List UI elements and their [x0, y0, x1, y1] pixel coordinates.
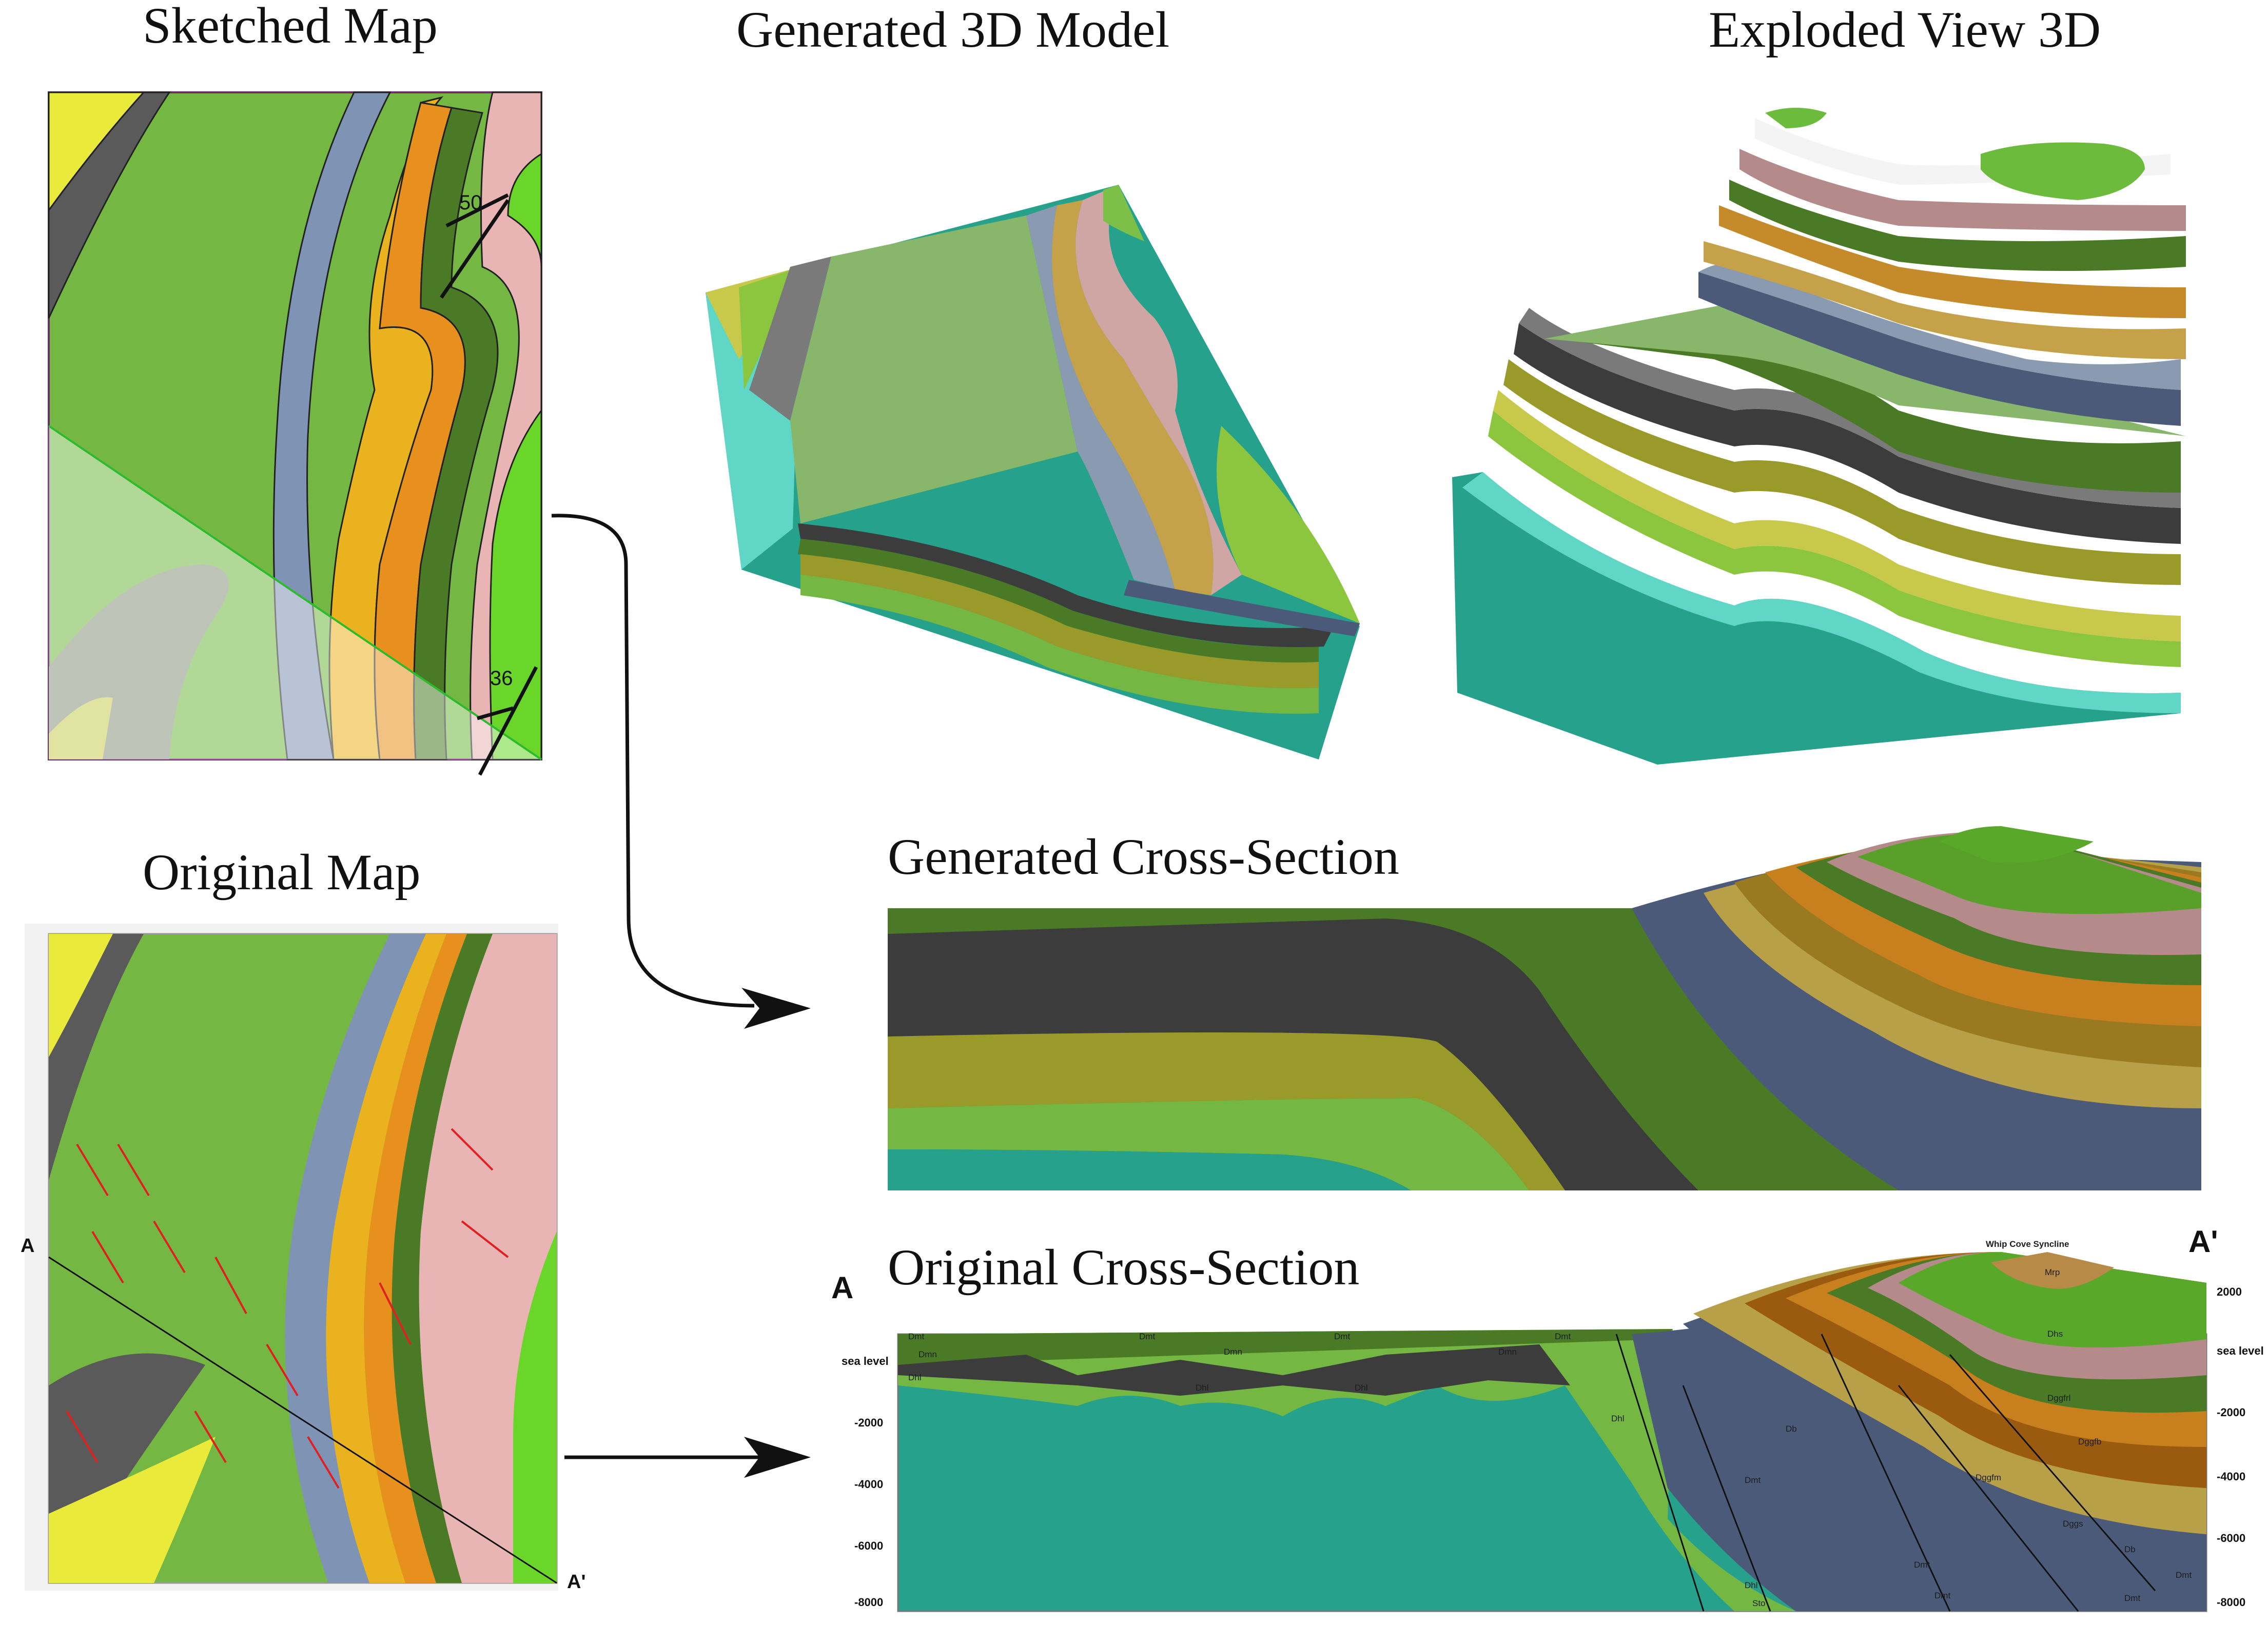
unit-dhl-3: Dhl: [1355, 1383, 1368, 1393]
unit-dmt-6: Dmt: [1914, 1560, 1930, 1570]
syncline-label: Whip Cove Syncline: [1986, 1239, 2069, 1249]
dip-label-36: 36: [490, 667, 513, 690]
map-section-end: A': [567, 1571, 585, 1593]
sketched-map: 50 36: [48, 91, 542, 776]
right-depth-axis: 2000 sea level -2000 -4000 -6000 -8000: [2217, 1285, 2264, 1609]
unit-dmt-4: Dmt: [1555, 1332, 1571, 1341]
map-section-start: A: [21, 1235, 34, 1257]
unit-dmt-1: Dmt: [908, 1332, 924, 1341]
sketched-map-title: Sketched Map: [143, 0, 438, 54]
generated-cross-section: [888, 826, 2201, 1190]
unit-dggfrl: Dggfrl: [2047, 1393, 2070, 1403]
unit-db-2: Db: [2124, 1545, 2136, 1554]
unit-dhl-4: Dhl: [1611, 1414, 1625, 1423]
unit-dhs: Dhs: [2047, 1329, 2063, 1339]
left-axis-8000: -8000: [854, 1596, 883, 1609]
left-axis-sea-level: sea level: [842, 1355, 889, 1367]
left-axis-4000: -4000: [854, 1478, 883, 1491]
unit-dmn-3: Dmn: [1498, 1347, 1517, 1357]
unit-mrp: Mrp: [2045, 1267, 2060, 1277]
unit-sto: Sto: [1752, 1598, 1766, 1608]
left-axis-2000: -2000: [854, 1416, 883, 1429]
right-axis-8000: -8000: [2217, 1596, 2245, 1609]
unit-dggs: Dggs: [2063, 1519, 2083, 1529]
unit-dmt-3: Dmt: [1334, 1332, 1350, 1341]
unit-dmt-8: Dmt: [2124, 1593, 2140, 1603]
right-axis-2000: 2000: [2217, 1285, 2242, 1298]
unit-dhl-5: Dhl: [1745, 1580, 1758, 1590]
unit-dggfm: Dggfm: [1976, 1473, 2001, 1482]
original-xs-title: Original Cross-Section: [888, 1239, 1360, 1296]
dip-label-50: 50: [459, 191, 482, 214]
unit-dmn-2: Dmn: [1224, 1347, 1242, 1357]
unit-labels: Dmt Dmn Dhl Dmt Dmn Dmt Dhl Dhl Dmt Dmn …: [908, 1267, 2192, 1608]
unit-dmt-5: Dmt: [1745, 1475, 1761, 1485]
right-axis-4000: -4000: [2217, 1470, 2245, 1483]
exploded-view-3d: [1452, 108, 2186, 765]
original-map: A A': [21, 924, 585, 1593]
arrow-sketch-to-xs: [551, 514, 755, 1008]
original-cross-section: A A' Whip Cove Syncline sea level -2000 …: [831, 1224, 2264, 1612]
exploded-view-title: Exploded View 3D: [1709, 1, 2101, 58]
generated-3d-title: Generated 3D Model: [736, 1, 1170, 58]
right-axis-2000-neg: -2000: [2217, 1406, 2245, 1419]
xs-end-label: A': [2188, 1224, 2218, 1259]
left-axis-6000: -6000: [854, 1539, 883, 1552]
arrow-head-1: [741, 988, 811, 1029]
right-axis-sea-level: sea level: [2217, 1344, 2264, 1357]
unit-db-1: Db: [1786, 1424, 1797, 1434]
unit-dmt-9: Dmt: [2176, 1570, 2192, 1580]
original-map-title: Original Map: [143, 844, 421, 901]
right-axis-6000: -6000: [2217, 1532, 2245, 1545]
unit-dhl-2: Dhl: [1196, 1383, 1209, 1393]
unit-dggfb: Dggfb: [2078, 1437, 2101, 1446]
xs-start-label: A: [831, 1270, 853, 1305]
unit-dmt-7: Dmt: [1934, 1591, 1950, 1600]
unit-dmn-1: Dmn: [918, 1350, 937, 1359]
generated-xs-title: Generated Cross-Section: [888, 828, 1399, 885]
unit-dhl-1: Dhl: [908, 1373, 922, 1382]
left-depth-axis: sea level -2000 -4000 -6000 -8000: [842, 1355, 889, 1609]
generated-3d-model: [706, 185, 1360, 759]
unit-dmt-2: Dmt: [1139, 1332, 1155, 1341]
arrow-head-2: [744, 1437, 811, 1478]
